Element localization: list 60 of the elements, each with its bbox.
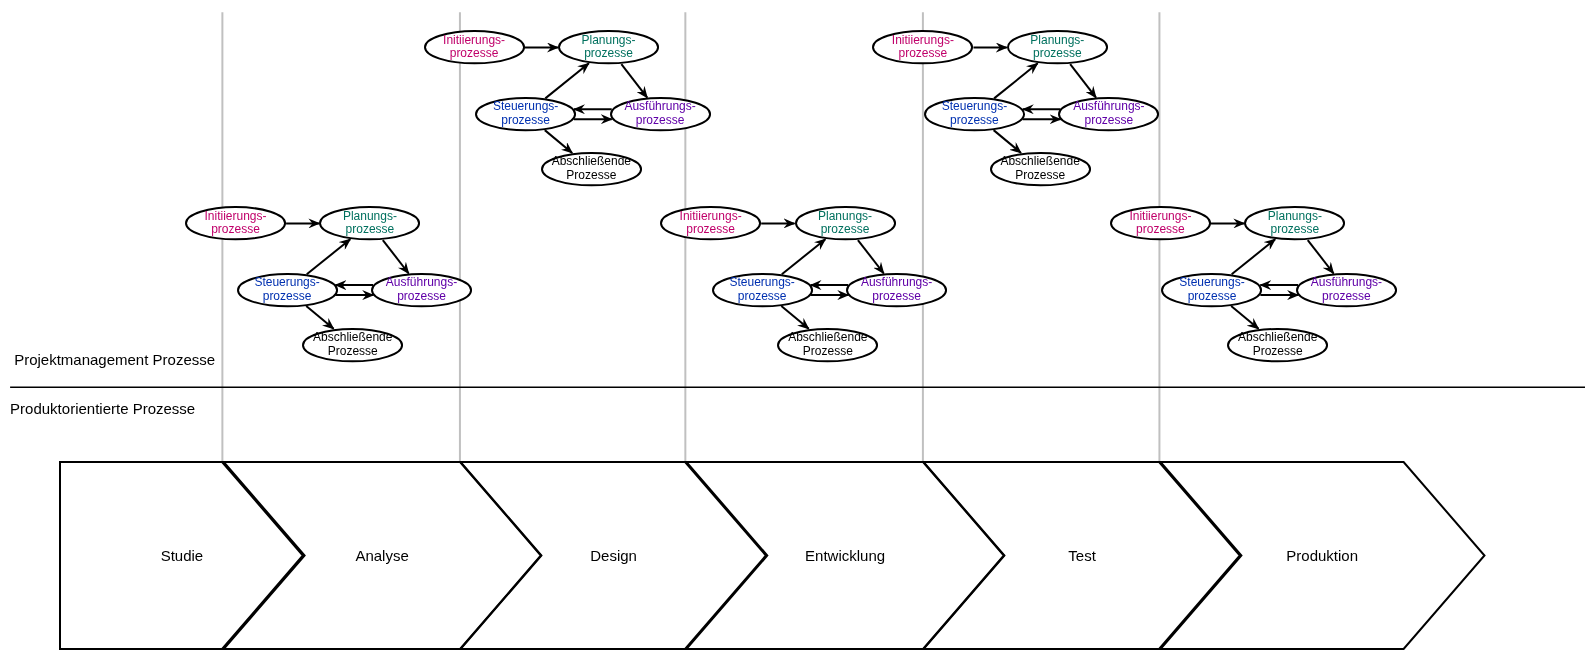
- arrow: [544, 62, 590, 100]
- process-ellipse: Steuerungs- prozesse: [1161, 272, 1263, 308]
- arrow: [1306, 239, 1335, 275]
- process-ellipse: Initiierungs- prozesse: [660, 206, 762, 241]
- arrow: [972, 42, 1008, 53]
- phase-step: Studie: [59, 461, 305, 649]
- process-ellipse: Initiierungs- prozesse: [184, 206, 287, 241]
- phase-step: Produktion: [1159, 461, 1485, 649]
- process-ellipse: Planungs- prozesse: [794, 206, 896, 241]
- process-ellipse: Abschließende Prozesse: [989, 151, 1091, 186]
- process-ellipse: Steuerungs- prozesse: [475, 97, 577, 132]
- arrow: [1230, 238, 1277, 276]
- arrow: [381, 239, 410, 275]
- arrow: [523, 42, 559, 53]
- process-ellipse: Planungs- prozesse: [319, 206, 421, 241]
- arrow: [573, 104, 613, 115]
- arrow: [305, 305, 335, 330]
- process-ellipse: Abschließende Prozesse: [302, 327, 404, 362]
- arrow: [1210, 218, 1246, 229]
- process-ellipse: Ausführungs- prozesse: [1295, 272, 1397, 308]
- arrow: [1259, 290, 1300, 301]
- arrow: [334, 290, 375, 301]
- process-ellipse: Initiierungs- prozesse: [1109, 206, 1211, 241]
- process-ellipse: Abschließende Prozesse: [540, 151, 642, 186]
- phase-step: Analyse: [222, 461, 542, 649]
- arrow: [285, 218, 321, 229]
- arrow: [760, 218, 796, 229]
- phase-step: Entwicklung: [685, 461, 1005, 649]
- process-ellipse: Planungs- prozesse: [1244, 206, 1346, 241]
- process-ellipse: Abschließende Prozesse: [777, 327, 879, 362]
- process-ellipse: Initiierungs- prozesse: [423, 30, 525, 65]
- process-ellipse: Steuerungs- prozesse: [923, 97, 1025, 132]
- arrow: [856, 239, 885, 275]
- process-ellipse: Steuerungs- prozesse: [711, 272, 813, 308]
- process-ellipse: Ausführungs- prozesse: [846, 272, 948, 308]
- process-ellipse: Planungs- prozesse: [1006, 30, 1108, 65]
- process-ellipse: Ausführungs- prozesse: [609, 97, 711, 132]
- arrow: [305, 238, 352, 276]
- arrow: [1021, 104, 1062, 115]
- arrow: [809, 290, 850, 301]
- arrow: [543, 129, 574, 154]
- arrow: [993, 62, 1039, 100]
- process-ellipse: Planungs- prozesse: [558, 30, 660, 65]
- process-ellipse: Ausführungs- prozesse: [370, 272, 473, 308]
- arrow: [620, 63, 649, 99]
- process-ellipse: Steuerungs- prozesse: [236, 272, 338, 308]
- arrow: [1021, 114, 1062, 125]
- process-ellipse: Abschließende Prozesse: [1227, 327, 1329, 362]
- arrow: [780, 238, 827, 276]
- section-label: Produktorientierte Prozesse: [10, 400, 196, 418]
- arrow: [992, 129, 1022, 154]
- arrow: [1230, 305, 1260, 330]
- phase-step: Design: [459, 461, 768, 649]
- arrow: [780, 305, 810, 330]
- section-label: Projektmanagement Prozesse: [14, 350, 216, 368]
- arrow: [1069, 63, 1098, 99]
- process-ellipse: Ausführungs- prozesse: [1058, 97, 1160, 132]
- process-ellipse: Initiierungs- prozesse: [872, 30, 974, 65]
- arrow: [573, 114, 613, 125]
- phase-step: Test: [922, 461, 1242, 649]
